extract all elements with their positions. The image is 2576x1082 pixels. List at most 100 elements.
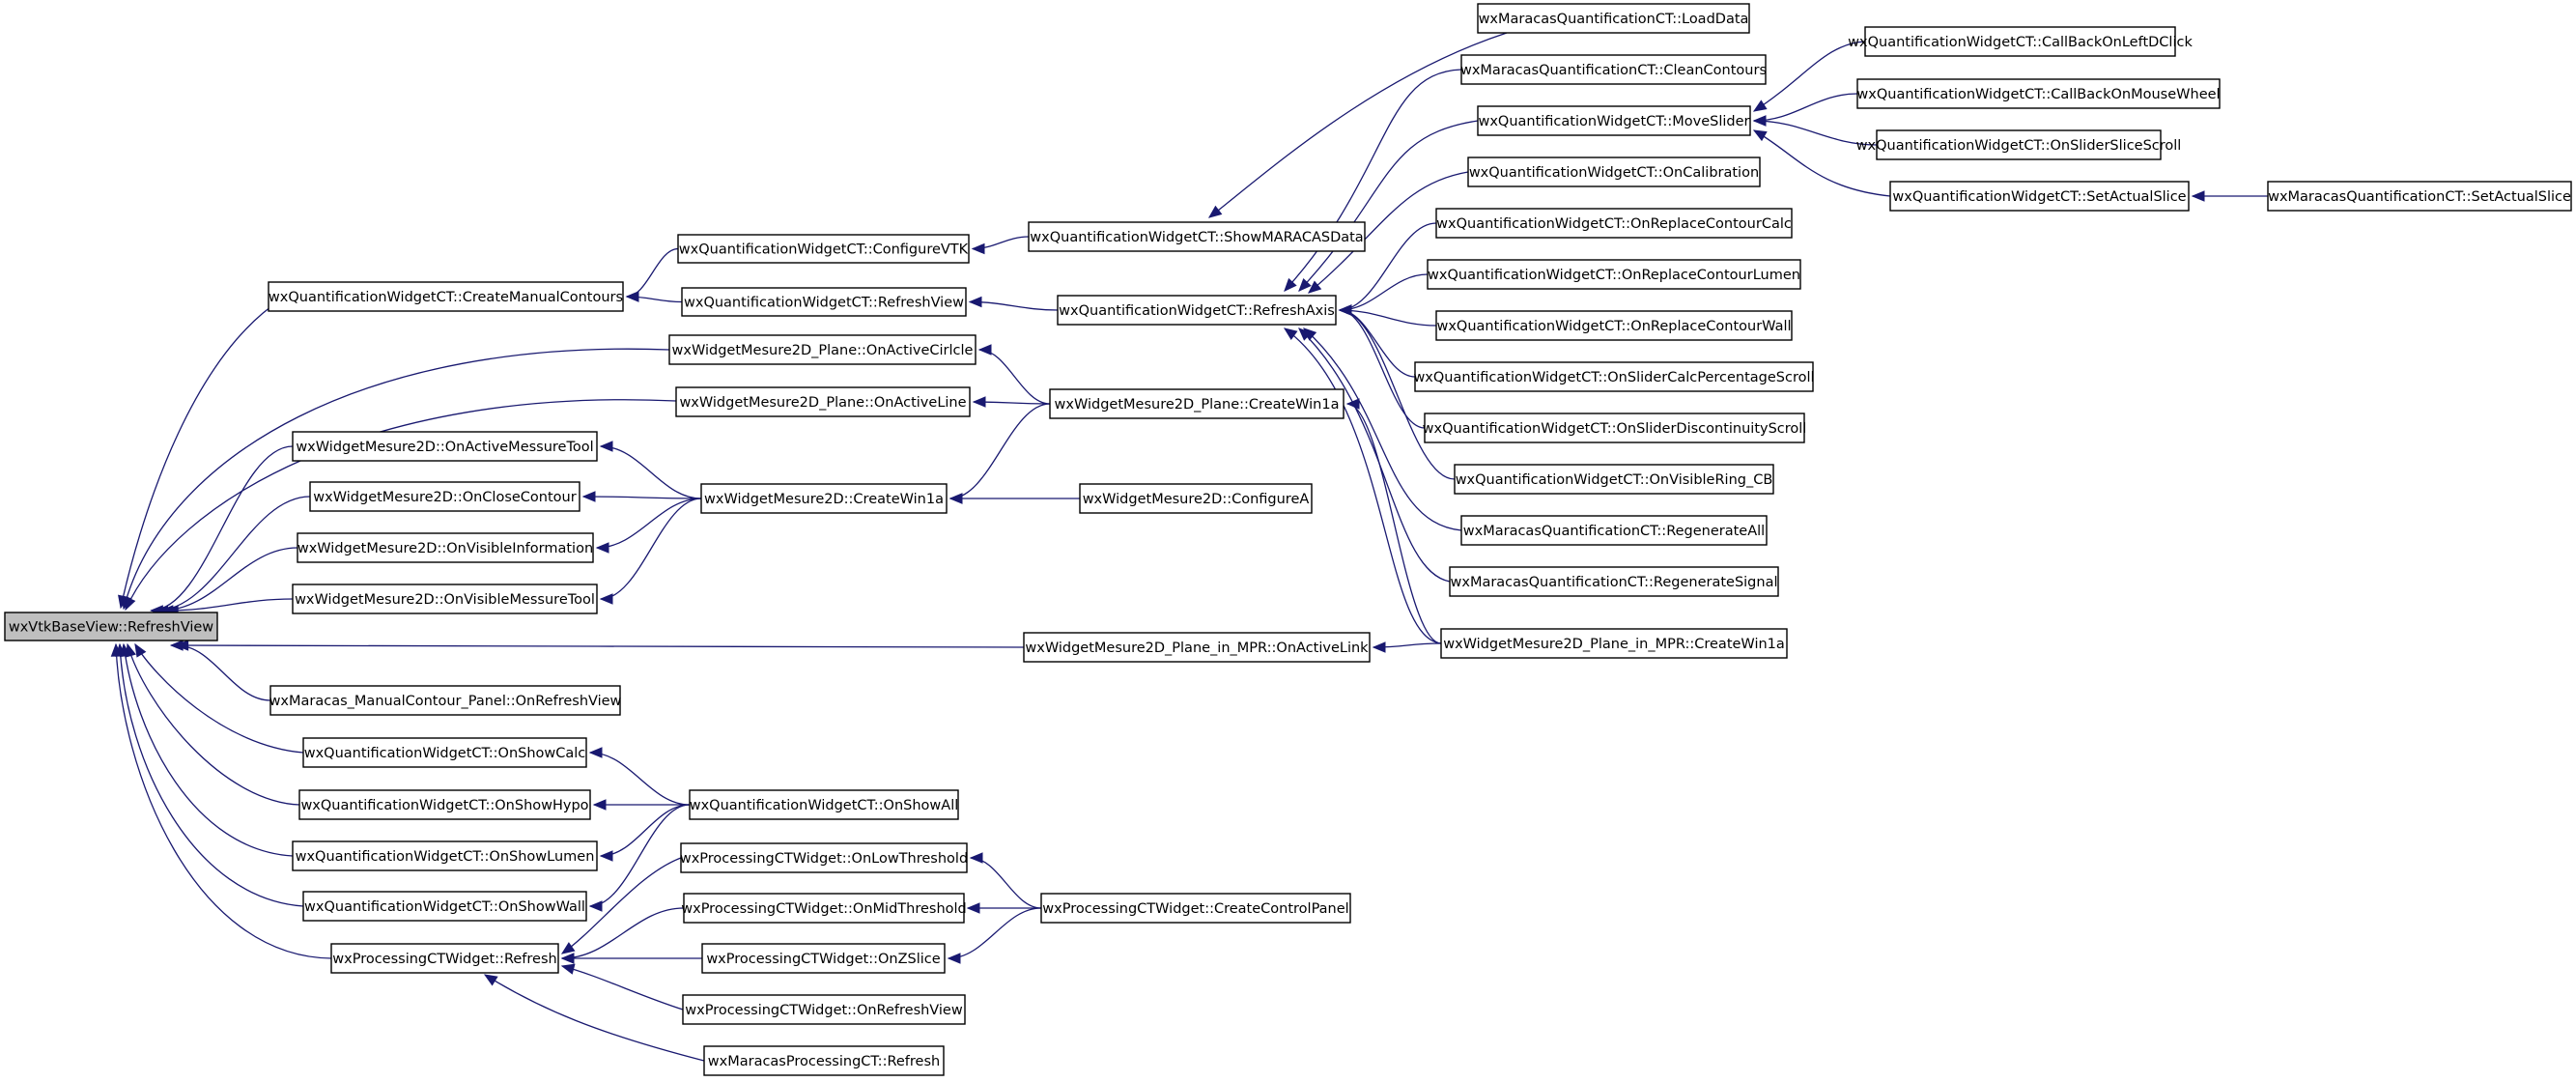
node-n13[interactable]: wxQuantificationWidgetCT::OnShowWall bbox=[302, 891, 587, 922]
node-n34[interactable]: wxQuantificationWidgetCT::OnReplaceConto… bbox=[1427, 259, 1801, 290]
node-n41[interactable]: wxWidgetMesure2D_Plane_in_MPR::CreateWin… bbox=[1440, 628, 1788, 659]
node-n12[interactable]: wxQuantificationWidgetCT::OnShowLumen bbox=[292, 840, 598, 871]
node-n22[interactable]: wxProcessingCTWidget::OnRefreshView bbox=[682, 994, 966, 1025]
node-n45[interactable]: wxQuantificationWidgetCT::SetActualSlice bbox=[1889, 181, 2190, 212]
node-label: wxQuantificationWidgetCT::RefreshAxis bbox=[1059, 303, 1335, 319]
node-box bbox=[681, 287, 967, 317]
node-box bbox=[292, 584, 598, 614]
node-n31[interactable]: wxQuantificationWidgetCT::MoveSlider bbox=[1477, 105, 1751, 136]
arrowhead-n28-to-n20 bbox=[966, 902, 980, 914]
node-label: wxWidgetMesure2D_Plane::OnActiveCirlcle bbox=[672, 343, 974, 358]
node-n32[interactable]: wxQuantificationWidgetCT::OnCalibration bbox=[1467, 157, 1761, 187]
node-label: wxWidgetMesure2D::ConfigureA bbox=[1083, 492, 1310, 507]
node-n5[interactable]: wxWidgetMesure2D::OnCloseContour bbox=[309, 481, 580, 512]
node-label: wxQuantificationWidgetCT::OnReplaceConto… bbox=[1436, 216, 1792, 232]
arrowhead-n40-to-n25 bbox=[1298, 327, 1313, 341]
arrowhead-n29-to-n24 bbox=[1207, 205, 1223, 218]
node-n39[interactable]: wxMaracasQuantificationCT::RegenerateAll bbox=[1460, 515, 1768, 546]
edge-n34-to-n25 bbox=[1339, 273, 1429, 311]
node-n43[interactable]: wxQuantificationWidgetCT::CallBackOnMous… bbox=[1856, 78, 2221, 109]
node-label: wxQuantificationWidgetCT::OnVisibleRing_… bbox=[1456, 472, 1773, 488]
node-label: wxWidgetMesure2D_Plane_in_MPR::CreateWin… bbox=[1443, 637, 1785, 652]
node-label: wxProcessingCTWidget::OnMidThreshold bbox=[681, 901, 967, 917]
node-label: wxQuantificationWidgetCT::OnSliderSliceS… bbox=[1856, 138, 2182, 154]
node-box bbox=[1040, 893, 1351, 924]
node-n42[interactable]: wxQuantificationWidgetCT::CallBackOnLeft… bbox=[1848, 26, 2193, 57]
node-n27[interactable]: wxWidgetMesure2D::ConfigureA bbox=[1079, 483, 1313, 514]
node-label: wxQuantificationWidgetCT::OnReplaceConto… bbox=[1436, 319, 1791, 334]
edge-n26-to-n17 bbox=[949, 403, 1051, 499]
node-n21[interactable]: wxProcessingCTWidget::OnZSlice bbox=[701, 943, 946, 974]
node-n6[interactable]: wxWidgetMesure2D::OnVisibleInformation bbox=[297, 532, 594, 563]
node-n30[interactable]: wxMaracasQuantificationCT::CleanContours bbox=[1460, 54, 1767, 85]
arrowhead-n9-to-root bbox=[175, 640, 189, 651]
node-n23[interactable]: wxMaracasProcessingCT::Refresh bbox=[703, 1045, 945, 1076]
node-n40[interactable]: wxMaracasQuantificationCT::RegenerateSig… bbox=[1449, 566, 1779, 597]
node-box bbox=[302, 737, 587, 768]
arrowhead-n32-to-n25 bbox=[1308, 280, 1322, 294]
node-box bbox=[330, 943, 559, 974]
edge-n10-to-root bbox=[134, 643, 304, 754]
arrowhead-n17-to-n6 bbox=[595, 542, 609, 554]
node-n38[interactable]: wxQuantificationWidgetCT::OnVisibleRing_… bbox=[1454, 464, 1774, 495]
node-n20[interactable]: wxProcessingCTWidget::OnMidThreshold bbox=[681, 893, 967, 924]
edge-n6-to-root bbox=[160, 547, 298, 612]
node-n11[interactable]: wxQuantificationWidgetCT::OnShowHypo bbox=[298, 789, 591, 820]
node-box bbox=[1435, 208, 1793, 239]
node-n9[interactable]: wxMaracas_ManualContour_Panel::OnRefresh… bbox=[269, 685, 622, 716]
node-n26[interactable]: wxWidgetMesure2D_Plane::CreateWin1a bbox=[1049, 388, 1345, 419]
node-n1[interactable]: wxQuantificationWidgetCT::CreateManualCo… bbox=[268, 281, 624, 312]
node-n19[interactable]: wxProcessingCTWidget::OnLowThreshold bbox=[680, 842, 968, 873]
node-n2[interactable]: wxWidgetMesure2D_Plane::OnActiveCirlcle bbox=[668, 334, 977, 365]
node-n16[interactable]: wxQuantificationWidgetCT::RefreshView bbox=[681, 287, 967, 317]
node-n7[interactable]: wxWidgetMesure2D::OnVisibleMessureTool bbox=[292, 584, 598, 614]
node-n10[interactable]: wxQuantificationWidgetCT::OnShowCalc bbox=[302, 737, 587, 768]
edge-n17-to-n4 bbox=[600, 445, 702, 499]
node-label: wxMaracasQuantificationCT::RegenerateAll bbox=[1463, 524, 1765, 539]
node-label: wxQuantificationWidgetCT::OnShowCalc bbox=[304, 746, 586, 761]
node-n28[interactable]: wxProcessingCTWidget::CreateControlPanel bbox=[1040, 893, 1351, 924]
edge-n45-to-n31 bbox=[1753, 129, 1891, 197]
node-n24[interactable]: wxQuantificationWidgetCT::ShowMARACASDat… bbox=[1028, 221, 1366, 252]
node-box bbox=[292, 840, 598, 871]
node-box bbox=[703, 1045, 945, 1076]
node-box bbox=[701, 943, 946, 974]
node-box bbox=[1049, 388, 1345, 419]
node-n17[interactable]: wxWidgetMesure2D::CreateWin1a bbox=[700, 483, 948, 514]
node-n15[interactable]: wxQuantificationWidgetCT::ConfigureVTK bbox=[677, 234, 970, 264]
node-n8[interactable]: wxWidgetMesure2D_Plane_in_MPR::OnActiveL… bbox=[1023, 632, 1371, 663]
edge-n30-to-n25 bbox=[1284, 69, 1462, 292]
node-box bbox=[675, 386, 971, 417]
node-n18[interactable]: wxQuantificationWidgetCT::OnShowAll bbox=[689, 789, 959, 820]
arrowhead-n3-to-root bbox=[125, 596, 136, 612]
node-n36[interactable]: wxQuantificationWidgetCT::OnSliderCalcPe… bbox=[1413, 361, 1815, 392]
node-box bbox=[1460, 54, 1767, 85]
node-n14[interactable]: wxProcessingCTWidget::Refresh bbox=[330, 943, 559, 974]
node-n46[interactable]: wxMaracasQuantificationCT::SetActualSlic… bbox=[2267, 181, 2572, 212]
node-box bbox=[1427, 259, 1801, 290]
arrowhead-n18-to-n12 bbox=[599, 850, 613, 862]
node-n35[interactable]: wxQuantificationWidgetCT::OnReplaceConto… bbox=[1435, 310, 1793, 341]
arrowhead-n27-to-n17 bbox=[948, 493, 963, 504]
node-n44[interactable]: wxQuantificationWidgetCT::OnSliderSliceS… bbox=[1856, 129, 2182, 160]
node-label: wxQuantificationWidgetCT::ConfigureVTK bbox=[679, 242, 969, 258]
nodes-layer: wxVtkBaseView::RefreshViewwxQuantificati… bbox=[4, 3, 2572, 1076]
node-label: wxProcessingCTWidget::OnZSlice bbox=[706, 952, 940, 967]
edge-n12-to-root bbox=[123, 643, 294, 857]
node-n37[interactable]: wxQuantificationWidgetCT::OnSliderDiscon… bbox=[1423, 413, 1807, 443]
node-box bbox=[1440, 628, 1788, 659]
node-label: wxWidgetMesure2D::OnVisibleInformation bbox=[297, 541, 593, 556]
arrowhead-n41-to-n26 bbox=[1345, 398, 1360, 410]
node-n29[interactable]: wxMaracasQuantificationCT::LoadData bbox=[1477, 3, 1750, 34]
node-n3[interactable]: wxWidgetMesure2D_Plane::OnActiveLine bbox=[675, 386, 971, 417]
node-n4[interactable]: wxWidgetMesure2D::OnActiveMessureTool bbox=[292, 431, 598, 462]
node-box bbox=[680, 842, 968, 873]
node-box bbox=[1876, 129, 2162, 160]
arrowhead-n18-to-n10 bbox=[588, 747, 603, 758]
node-n33[interactable]: wxQuantificationWidgetCT::OnReplaceConto… bbox=[1435, 208, 1793, 239]
node-root[interactable]: wxVtkBaseView::RefreshView bbox=[4, 612, 218, 641]
node-label: wxMaracasQuantificationCT::SetActualSlic… bbox=[2268, 189, 2571, 205]
node-n25[interactable]: wxQuantificationWidgetCT::RefreshAxis bbox=[1057, 295, 1337, 326]
node-box bbox=[302, 891, 587, 922]
node-label: wxWidgetMesure2D_Plane_in_MPR::OnActiveL… bbox=[1025, 641, 1369, 656]
